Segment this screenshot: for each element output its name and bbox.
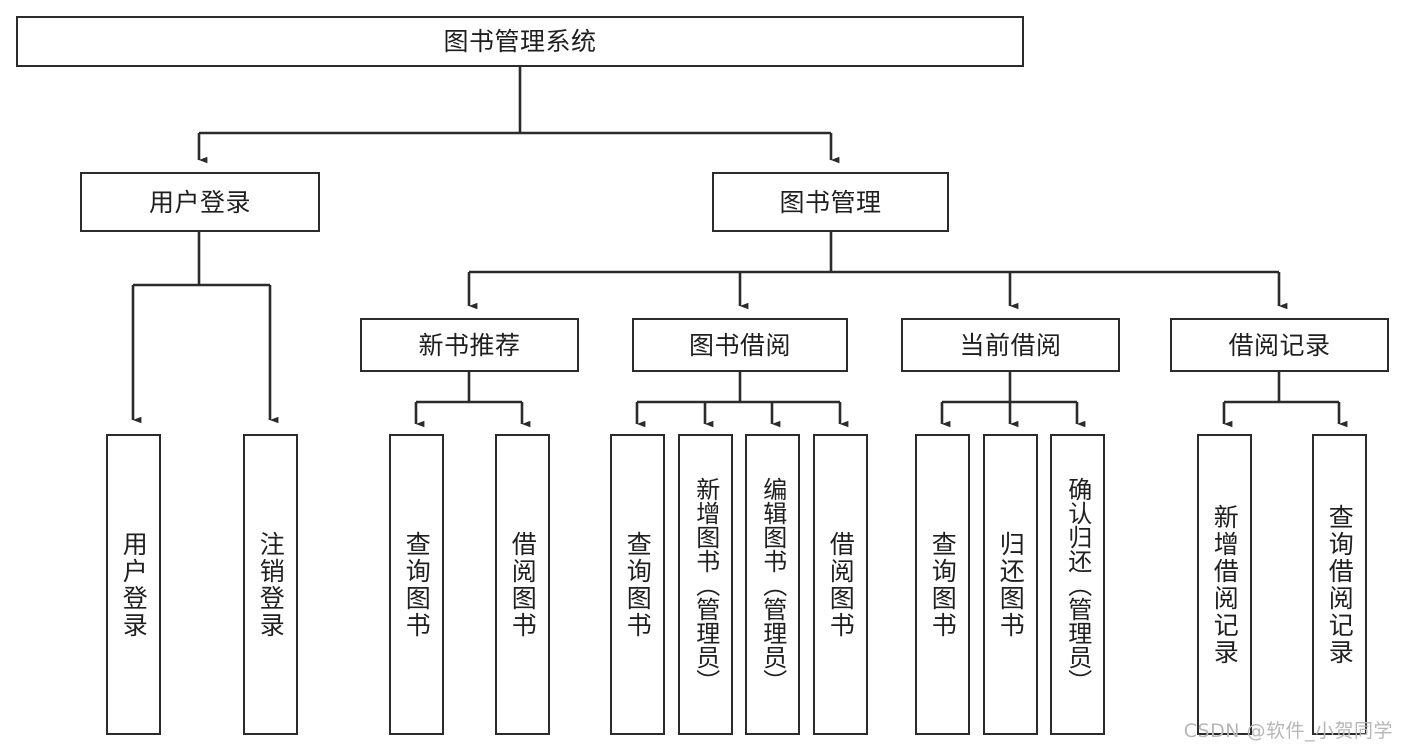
node-leaf-borrow-book-2-label: 借阅图书 bbox=[826, 530, 856, 639]
node-leaf-add-record[interactable]: 新增借阅记录 bbox=[1197, 434, 1252, 735]
node-leaf-query-book-3-label: 查询图书 bbox=[928, 530, 958, 639]
node-leaf-user-login[interactable]: 用户登录 bbox=[106, 434, 161, 735]
node-book-manage-label: 图书管理 bbox=[779, 187, 882, 217]
watermark-text: CSDN @软件_小贺同学 bbox=[1183, 720, 1393, 742]
node-new-book-recommend[interactable]: 新书推荐 bbox=[360, 318, 579, 372]
node-leaf-query-record[interactable]: 查询借阅记录 bbox=[1312, 434, 1367, 735]
node-leaf-return-book[interactable]: 归还图书 bbox=[983, 434, 1038, 735]
node-leaf-add-book[interactable]: 新增图书（管理员） bbox=[678, 434, 733, 735]
node-user-login-label: 用户登录 bbox=[148, 187, 251, 217]
node-leaf-logout-label: 注销登录 bbox=[256, 530, 286, 639]
node-leaf-query-book-1-label: 查询图书 bbox=[402, 530, 432, 639]
node-current-borrow[interactable]: 当前借阅 bbox=[901, 318, 1120, 372]
node-leaf-query-book-2-label: 查询图书 bbox=[623, 530, 653, 639]
node-leaf-logout[interactable]: 注销登录 bbox=[243, 434, 298, 735]
node-leaf-borrow-book-1[interactable]: 借阅图书 bbox=[495, 434, 550, 735]
node-leaf-confirm-return-label: 确认归还（管理员） bbox=[1063, 476, 1092, 693]
node-leaf-borrow-book-1-label: 借阅图书 bbox=[508, 530, 538, 639]
node-borrow-record-label: 借阅记录 bbox=[1228, 330, 1331, 360]
node-leaf-return-book-label: 归还图书 bbox=[996, 530, 1026, 639]
node-book-borrow[interactable]: 图书借阅 bbox=[632, 318, 848, 372]
node-book-manage[interactable]: 图书管理 bbox=[712, 172, 949, 232]
node-leaf-confirm-return[interactable]: 确认归还（管理员） bbox=[1050, 434, 1105, 735]
node-leaf-query-book-1[interactable]: 查询图书 bbox=[389, 434, 444, 735]
node-user-login[interactable]: 用户登录 bbox=[80, 172, 320, 232]
node-leaf-borrow-book-2[interactable]: 借阅图书 bbox=[813, 434, 868, 735]
node-leaf-user-login-label: 用户登录 bbox=[119, 530, 149, 639]
node-leaf-add-record-label: 新增借阅记录 bbox=[1210, 503, 1240, 666]
node-leaf-add-book-label: 新增图书（管理员） bbox=[691, 476, 720, 693]
node-leaf-edit-book-label: 编辑图书（管理员） bbox=[758, 476, 787, 693]
node-leaf-query-record-label: 查询借阅记录 bbox=[1325, 503, 1355, 666]
node-book-borrow-label: 图书借阅 bbox=[688, 330, 791, 360]
node-root-label: 图书管理系统 bbox=[443, 27, 597, 56]
node-borrow-record[interactable]: 借阅记录 bbox=[1170, 318, 1389, 372]
node-leaf-edit-book[interactable]: 编辑图书（管理员） bbox=[745, 434, 800, 735]
node-leaf-query-book-2[interactable]: 查询图书 bbox=[610, 434, 665, 735]
node-root[interactable]: 图书管理系统 bbox=[16, 16, 1024, 67]
node-leaf-query-book-3[interactable]: 查询图书 bbox=[915, 434, 970, 735]
node-current-borrow-label: 当前借阅 bbox=[959, 330, 1062, 360]
node-new-book-recommend-label: 新书推荐 bbox=[418, 330, 521, 360]
